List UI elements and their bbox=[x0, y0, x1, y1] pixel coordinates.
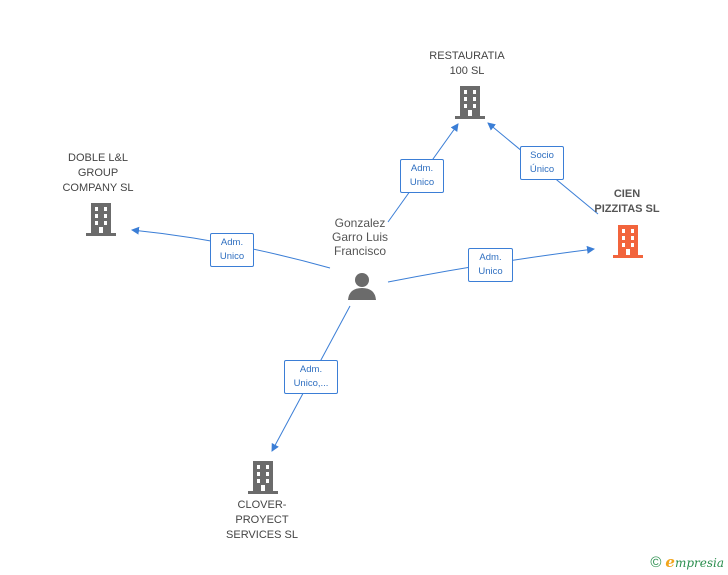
brand-rest: mpresia bbox=[674, 556, 724, 570]
building-icon bbox=[613, 225, 643, 258]
node-label-person[interactable]: Gonzalez Garro Luis Francisco bbox=[331, 216, 389, 258]
building-icon-restauratia[interactable] bbox=[455, 85, 485, 119]
building-icon-doble[interactable] bbox=[86, 202, 116, 236]
copyright-symbol: © bbox=[650, 553, 662, 571]
edge-label-clover[interactable]: Adm. Unico,... bbox=[284, 360, 338, 394]
edge-label-socio[interactable]: Socio Único bbox=[520, 146, 564, 180]
person-icon bbox=[348, 273, 376, 300]
node-label-restauratia[interactable]: RESTAURATIA 100 SL bbox=[429, 50, 505, 77]
node-label-doble[interactable]: DOBLE L&L GROUP COMPANY SL bbox=[62, 152, 134, 194]
building-icon-cien[interactable] bbox=[613, 224, 643, 258]
building-icon bbox=[455, 86, 485, 119]
person-icon-center[interactable] bbox=[346, 270, 378, 302]
building-icon bbox=[86, 203, 116, 236]
edge-label-restauratia[interactable]: Adm. Unico bbox=[400, 159, 444, 193]
node-label-clover[interactable]: CLOVER- PROYECT SERVICES SL bbox=[226, 499, 298, 541]
node-label-cien[interactable]: CIEN PIZZITAS SL bbox=[594, 188, 660, 215]
brand-initial: e bbox=[665, 553, 675, 571]
edge-label-doble[interactable]: Adm. Unico bbox=[210, 233, 254, 267]
footer-branding: © empresia bbox=[650, 553, 724, 571]
brand-logo: empresia bbox=[665, 553, 724, 571]
edge-label-cien[interactable]: Adm. Unico bbox=[468, 248, 513, 282]
building-icon-clover[interactable] bbox=[248, 460, 278, 494]
building-icon bbox=[248, 461, 278, 494]
